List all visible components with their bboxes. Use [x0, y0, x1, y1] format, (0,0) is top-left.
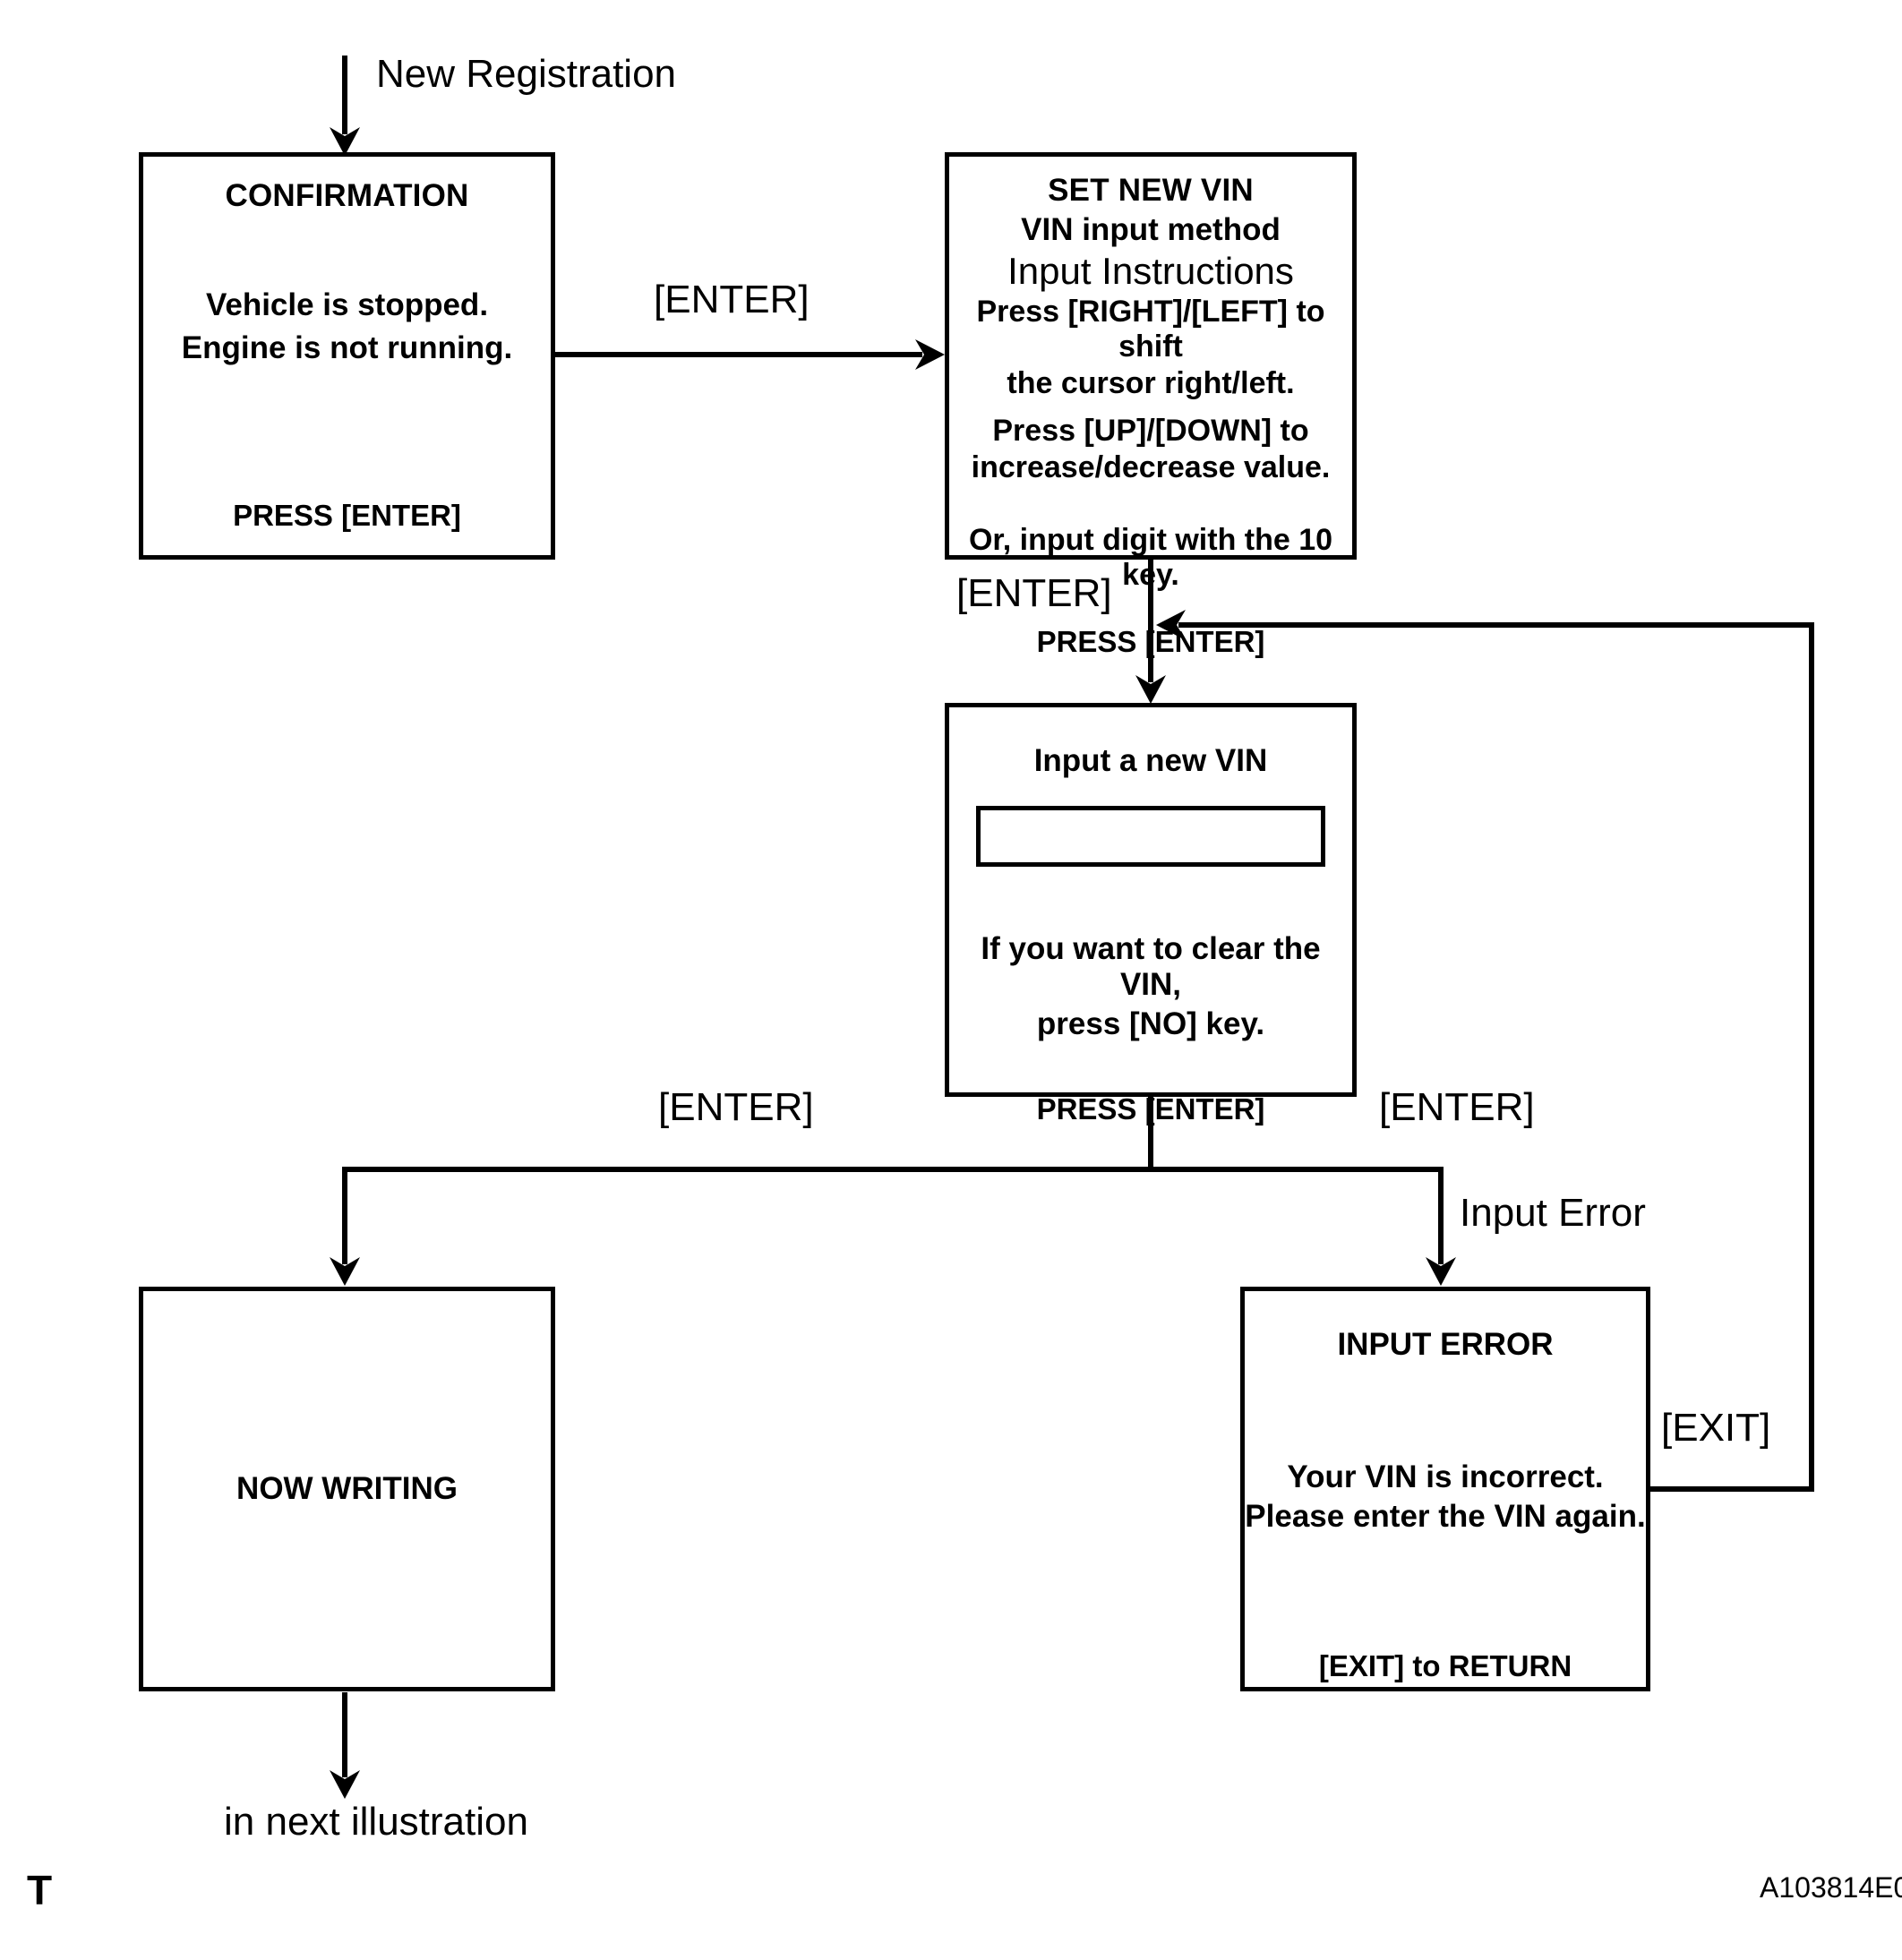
node-confirmation: CONFIRMATION Vehicle is stopped. Engine … [139, 152, 555, 560]
edge-nowwriting-to-next [330, 1692, 360, 1799]
edge-setnewvin-to-inputvin [1135, 560, 1166, 704]
set-new-vin-note: Or, input digit with the 10 key. [968, 523, 1333, 592]
figure-reference-code: A103814E03 [1760, 1871, 1902, 1904]
input-new-vin-title: Input a new VIN [1033, 743, 1268, 778]
set-new-vin-footer: PRESS [ENTER] [1036, 625, 1265, 658]
exit-label: in next illustration [224, 1800, 528, 1844]
node-input-new-vin: Input a new VIN If you want to clear the… [945, 703, 1357, 1126]
entry-label: New Registration [376, 52, 677, 96]
now-writing-title: NOW WRITING [236, 1471, 458, 1506]
set-new-vin-body-line-4: increase/decrease value. [971, 450, 1331, 484]
confirmation-body-line-1: Vehicle is stopped. [205, 287, 489, 322]
confirmation-body-line-2: Engine is not running. [181, 330, 513, 365]
confirmation-footer: PRESS [ENTER] [233, 499, 461, 532]
input-new-vin-footer: PRESS [ENTER] [1036, 1092, 1265, 1126]
set-new-vin-subtitle: VIN input method [1021, 212, 1281, 247]
node-input-error: INPUT ERROR Your VIN is incorrect. Pleas… [1240, 1287, 1650, 1691]
edge-label-setnewvin-to-inputvin: [ENTER] [956, 571, 1112, 615]
edge-label-confirmation-to-setnewvin: [ENTER] [654, 278, 810, 321]
set-new-vin-body-line-3: Press [UP]/[DOWN] to [992, 414, 1309, 448]
input-error-title: INPUT ERROR [1337, 1327, 1554, 1362]
edge-error-return [1156, 610, 1814, 1492]
input-new-vin-body-line-2: press [NO] key. [1036, 1006, 1265, 1041]
edge-label-inputvin-to-nowwriting: [ENTER] [658, 1085, 814, 1129]
vin-input-field[interactable] [976, 806, 1325, 867]
edge-label-error-return-exit: [EXIT] [1661, 1406, 1771, 1450]
edge-inputvin-branch [330, 1096, 1456, 1286]
edge-label-input-error-branch: Input Error [1460, 1191, 1646, 1235]
edge-confirmation-to-setnewvin [555, 339, 945, 370]
node-now-writing: NOW WRITING [139, 1287, 555, 1691]
node-set-new-vin: SET NEW VIN VIN input method Input Instr… [945, 152, 1357, 658]
set-new-vin-title: SET NEW VIN [1048, 173, 1254, 208]
input-new-vin-body-line-1: If you want to clear the VIN, [981, 931, 1321, 1002]
edge-label-inputvin-to-error: [ENTER] [1379, 1085, 1535, 1129]
input-error-footer: [EXIT] to RETURN [1318, 1649, 1572, 1682]
page-corner-mark: T [27, 1867, 53, 1913]
input-error-body-line-2: Please enter the VIN again. [1245, 1499, 1646, 1534]
set-new-vin-heading: Input Instructions [1007, 250, 1294, 292]
confirmation-title: CONFIRMATION [225, 178, 469, 213]
input-error-body-line-1: Your VIN is incorrect. [1287, 1459, 1604, 1494]
set-new-vin-body-line-1: Press [RIGHT]/[LEFT] to shift [976, 295, 1325, 364]
set-new-vin-body-line-2: the cursor right/left. [1007, 366, 1295, 400]
edge-entry-to-confirmation [330, 56, 360, 156]
